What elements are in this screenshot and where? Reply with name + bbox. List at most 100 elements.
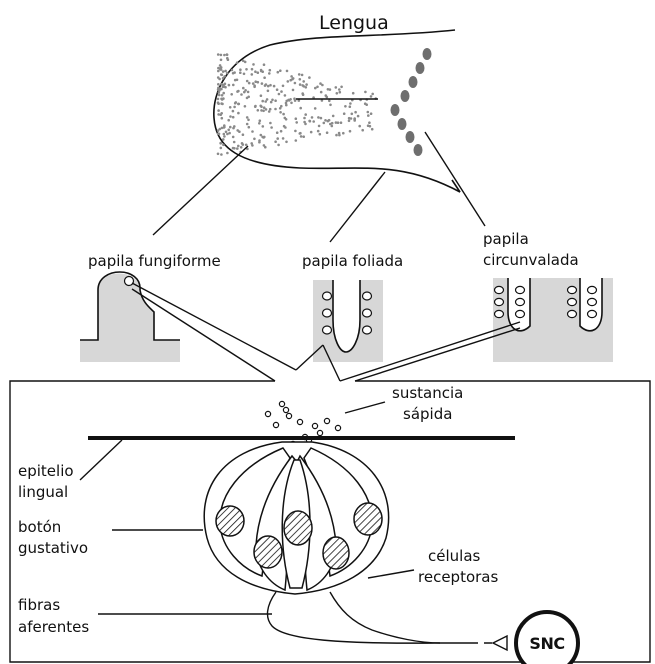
taste-dot [364,91,367,94]
taste-dot [257,81,260,84]
taste-dot [371,93,374,96]
label-receptoras: receptoras [418,568,498,586]
taste-dot [243,73,246,76]
taste-dot [295,139,298,142]
afferent-fibers [267,592,507,650]
taste-dot [263,76,266,79]
substance-particle [283,407,288,412]
taste-dot [219,68,222,71]
taste-dot [326,96,329,99]
circumvallate-marker [416,62,425,74]
taste-dot [344,105,347,108]
taste-dot [289,98,292,101]
taste-dot [299,83,302,86]
taste-bud-pore [495,286,504,293]
taste-dot [352,92,355,95]
taste-dot [261,100,264,103]
taste-dot [224,70,227,73]
taste-dot [226,72,229,75]
taste-dot [236,61,239,64]
taste-dot [280,130,283,133]
taste-dot [305,83,308,86]
taste-bud-pore [495,310,504,317]
taste-dot [314,107,317,110]
label-boton: botón [18,518,61,536]
taste-dot [280,90,283,93]
taste-dot [237,90,240,93]
taste-dot [367,114,370,117]
tongue-taste-dots [217,53,377,156]
circumvallate-markers [391,48,432,156]
taste-dot [218,133,221,136]
taste-dot [349,130,352,133]
taste-dot [228,132,231,135]
taste-dot [269,122,272,125]
receptor-nucleus [323,537,349,569]
taste-dot [329,123,332,126]
taste-dot [316,86,319,89]
taste-dot [295,121,298,124]
taste-dot [338,132,341,135]
taste-dot [217,98,220,101]
taste-dot [260,94,263,97]
taste-dot [222,138,225,141]
label-epitelio: epitelio [18,462,74,480]
tongue-title: Lengua [319,12,389,34]
taste-dot [240,93,243,96]
taste-dot [237,112,240,115]
taste-bud-pore [588,298,597,305]
taste-dot [229,126,232,129]
substance-particle [335,425,340,430]
label-papila-circunvalada-1: papila [483,230,529,248]
circumvallate-marker [398,118,407,130]
taste-dot [317,116,320,119]
taste-dot [253,138,256,141]
taste-dot [314,87,317,90]
taste-dot [335,134,338,137]
label-papila-foliada: papila foliada [302,252,403,270]
taste-dot [262,125,265,128]
taste-dot [285,141,288,144]
taste-dot [251,68,254,71]
taste-dot [236,147,239,150]
taste-dot [299,78,302,81]
taste-bud-pore [588,286,597,293]
taste-dot [237,103,240,106]
taste-dot [364,102,367,105]
taste-dot [337,121,340,124]
taste-dot [229,106,232,109]
circumvallate-marker [414,144,423,156]
label-papila-fungiforme: papila fungiforme [88,252,221,270]
taste-dot [264,100,267,103]
taste-dot [279,107,282,110]
taste-dot [318,125,321,128]
taste-dot [223,135,226,138]
taste-bud [204,442,388,594]
taste-dot [244,105,247,108]
taste-dot [369,125,372,128]
taste-dot [239,71,242,74]
taste-dot [273,85,276,88]
taste-dot [268,72,271,75]
taste-dot [251,130,254,133]
taste-dot [259,105,262,108]
leader-foliate [330,172,385,242]
taste-dot [339,91,342,94]
taste-bud-pore [516,298,525,305]
taste-dot [244,61,247,64]
taste-dot [294,130,297,133]
taste-dot [219,142,222,145]
substance-particle [324,418,329,423]
taste-dot [270,126,273,129]
taste-dot [271,99,274,102]
taste-dot [302,135,305,138]
taste-dot [221,127,224,130]
label-lingual: lingual [18,483,68,501]
taste-dot [221,117,224,120]
taste-dot [220,88,223,91]
taste-dot [245,144,248,147]
taste-dot [326,131,329,134]
taste-dot [277,71,280,74]
taste-dot [218,94,221,97]
